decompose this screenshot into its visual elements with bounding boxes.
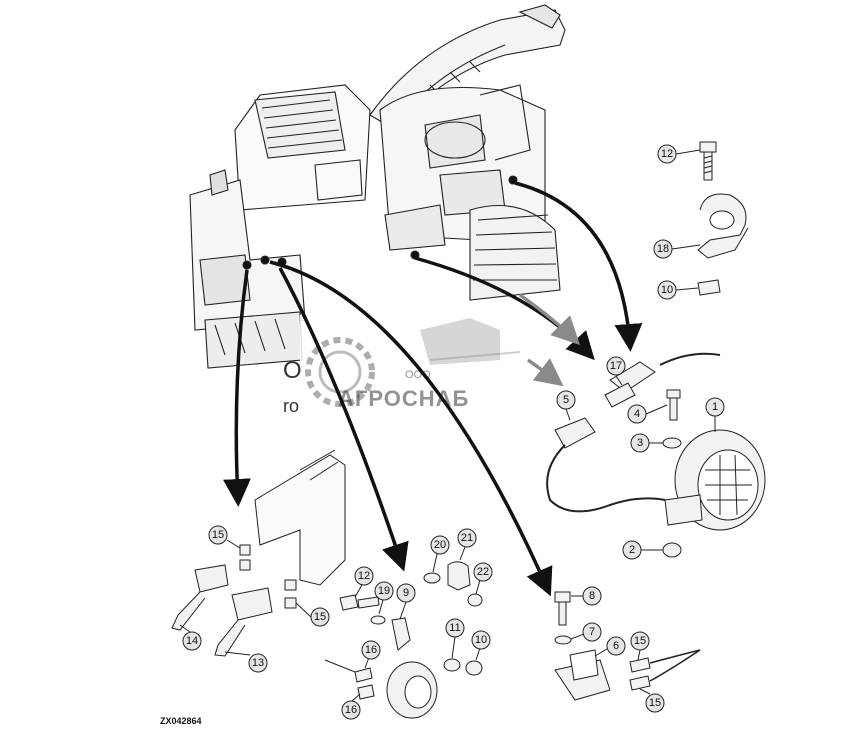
- callout-10: 10: [471, 630, 491, 661]
- parts-horn: [324, 561, 483, 719]
- callout-6: 6: [594, 636, 626, 657]
- machine-drawing: [189, 4, 566, 369]
- svg-text:10: 10: [661, 284, 673, 296]
- svg-text:10: 10: [475, 634, 487, 646]
- callout-22: 22: [473, 562, 493, 595]
- arrow-to-switch-6: [269, 260, 553, 597]
- svg-text:3: 3: [637, 437, 643, 449]
- grey-arrow-lower: [526, 358, 564, 387]
- svg-text:1: 1: [712, 401, 718, 413]
- svg-text:7: 7: [589, 626, 595, 638]
- svg-text:14: 14: [186, 635, 198, 647]
- parts-switch-6: [554, 591, 701, 701]
- callout-16: 16: [341, 693, 361, 720]
- svg-text:4: 4: [634, 408, 640, 420]
- callout-15: 15: [630, 631, 650, 661]
- svg-text:12: 12: [661, 148, 673, 160]
- grey-arrow-upper: [518, 293, 580, 345]
- arrow-to-horn: [278, 267, 409, 572]
- svg-text:ro: ro: [283, 396, 299, 416]
- svg-text:5: 5: [563, 394, 569, 406]
- callout-12: 12: [657, 144, 701, 164]
- callout-13: 13: [224, 651, 268, 673]
- svg-text:20: 20: [434, 539, 446, 551]
- callout-16: 16: [361, 640, 381, 669]
- callout-17: 17: [606, 356, 626, 386]
- svg-text:15: 15: [649, 697, 661, 709]
- callout-21: 21: [457, 528, 477, 561]
- parts-switches: [171, 449, 346, 657]
- callout-14: 14: [179, 624, 202, 651]
- callout-8: 8: [571, 586, 602, 606]
- callout-19: 19: [374, 581, 394, 615]
- callout-10: 10: [657, 280, 699, 300]
- callout-2: 2: [622, 540, 663, 560]
- figure-reference: ZX042864: [160, 716, 202, 726]
- callout-7: 7: [570, 622, 602, 642]
- arrow-to-clamp-18: [514, 181, 643, 352]
- callout-11: 11: [445, 618, 465, 659]
- svg-text:16: 16: [365, 644, 377, 656]
- svg-text:6: 6: [613, 640, 619, 652]
- svg-text:9: 9: [403, 587, 409, 599]
- callout-15: 15: [639, 688, 665, 713]
- svg-text:19: 19: [378, 585, 390, 597]
- svg-text:11: 11: [449, 622, 460, 634]
- parts-upper-right: [697, 141, 749, 296]
- callout-18: 18: [653, 239, 701, 259]
- svg-text:17: 17: [610, 360, 622, 372]
- svg-text:16: 16: [345, 704, 357, 716]
- svg-text:18: 18: [657, 243, 669, 255]
- callout-12: 12: [354, 566, 374, 598]
- callout-4: 4: [627, 404, 668, 424]
- svg-text:15: 15: [314, 611, 326, 623]
- callout-15: 15: [295, 602, 330, 627]
- callout-15: 15: [208, 525, 241, 549]
- svg-text:2: 2: [629, 544, 635, 556]
- svg-text:8: 8: [589, 590, 595, 602]
- leader-arrows: [222, 181, 643, 597]
- svg-text:13: 13: [252, 657, 264, 669]
- arrow-to-switches: [222, 269, 251, 507]
- watermark-logo: ООО АГРОСНАБ ro O: [283, 315, 550, 425]
- callout-9: 9: [396, 583, 416, 620]
- callout-20: 20: [430, 535, 450, 573]
- svg-text:15: 15: [634, 635, 646, 647]
- svg-text:15: 15: [212, 529, 224, 541]
- callout-5: 5: [556, 390, 576, 421]
- callout-1: 1: [705, 397, 725, 432]
- svg-text:21: 21: [461, 532, 473, 544]
- callouts: 12 18 10 17 1 4 3 5 2 15 15 14 13 20 21 …: [179, 144, 725, 720]
- svg-text:O: O: [283, 357, 302, 384]
- callout-3: 3: [630, 433, 663, 453]
- parts-right: [546, 352, 766, 558]
- svg-text:12: 12: [358, 570, 370, 582]
- svg-text:22: 22: [477, 566, 489, 578]
